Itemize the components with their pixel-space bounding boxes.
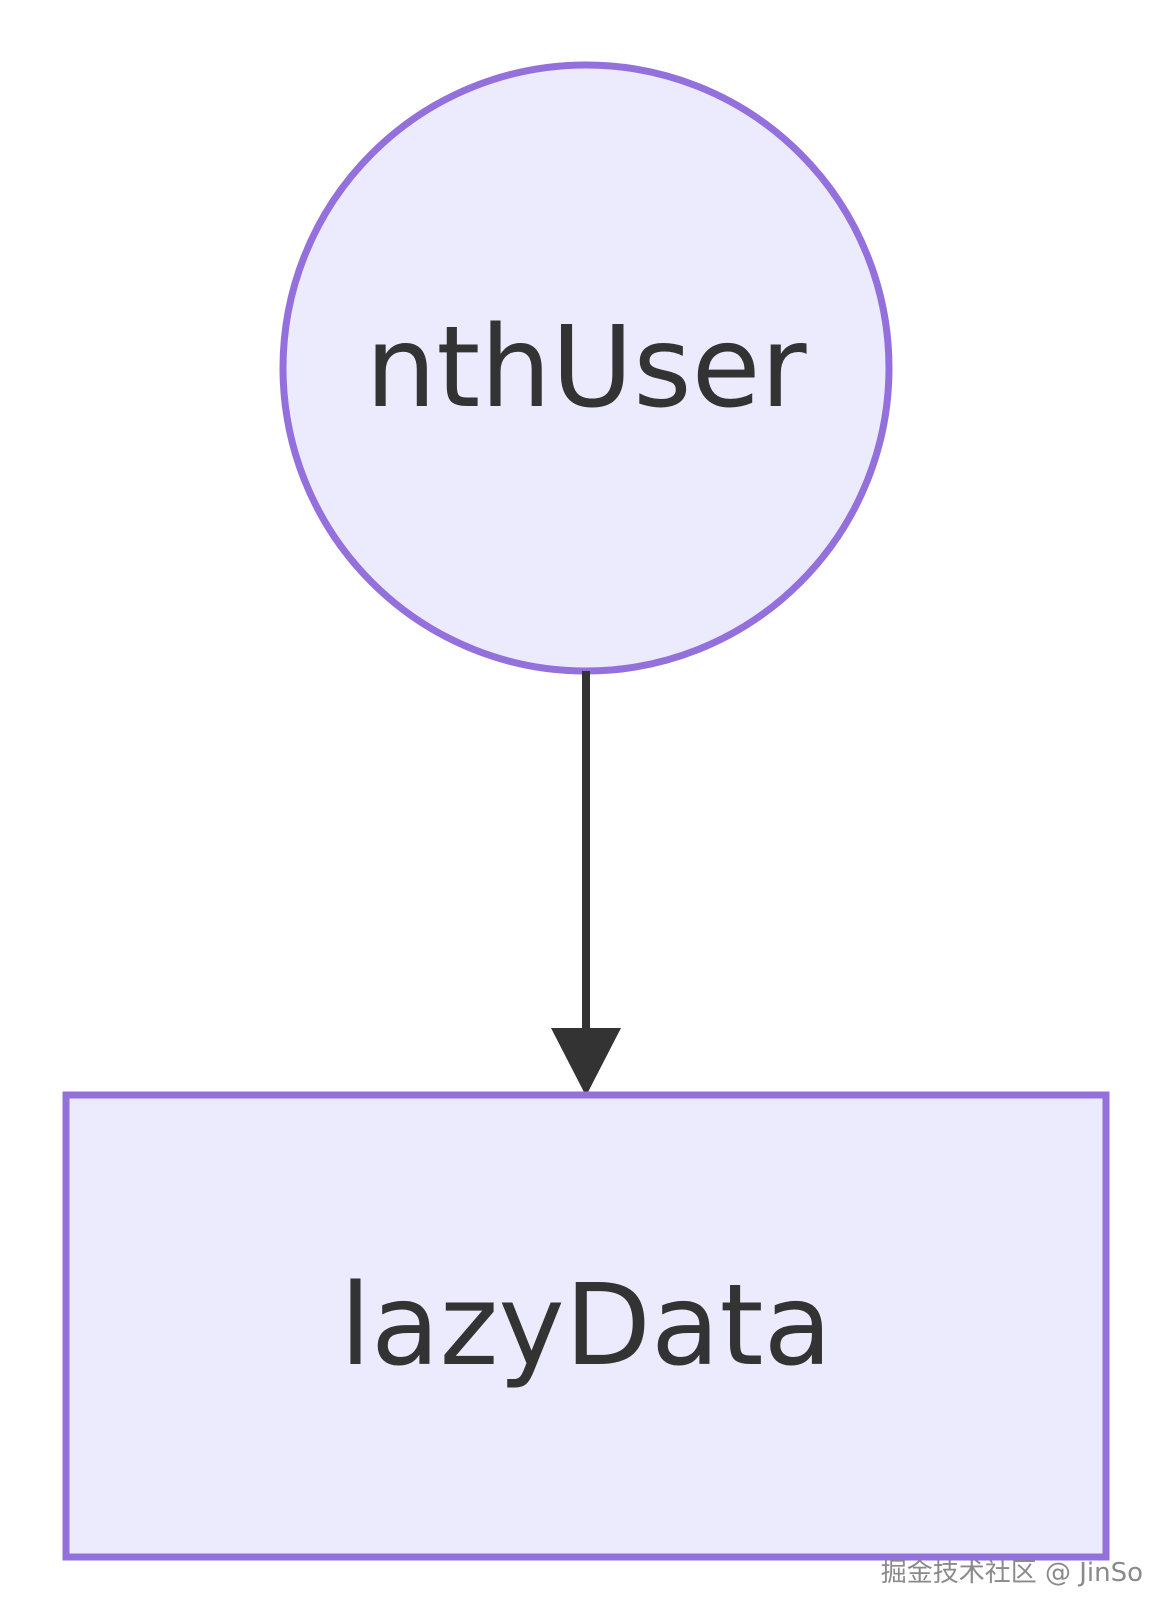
node-nthUser-label: nthUser: [365, 303, 807, 433]
watermark: 掘金技术社区 @ JinSo: [880, 1558, 1143, 1588]
node-lazyData-shape: [62, 1091, 1110, 1561]
node-lazyData-label: lazyData: [340, 1261, 832, 1391]
node-nthUser[interactable]: nthUser: [279, 61, 893, 675]
node-lazyData[interactable]: lazyData: [62, 1091, 1110, 1561]
arrowhead-icon: [551, 1028, 621, 1096]
edge-nthUser-to-lazyData: [551, 671, 621, 1096]
